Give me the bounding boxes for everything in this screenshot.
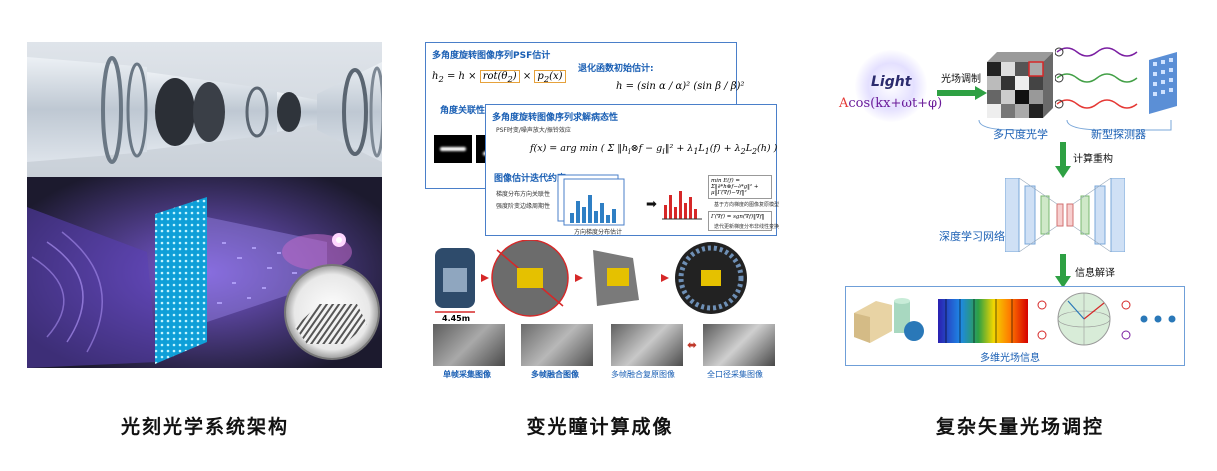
- compare-arrow: ⬌: [687, 338, 698, 352]
- bullet-gradient-direction: 梯度分布方向关联性: [496, 191, 551, 198]
- image-fusion-restored: [611, 324, 683, 366]
- light-word: Light: [871, 74, 912, 90]
- multiscale-optics-label: 多尺度光学: [993, 128, 1048, 141]
- label-multi-fusion: 多帧融合图像: [531, 370, 579, 379]
- compute-label: 计算重构: [1073, 154, 1113, 165]
- bullet-edge-periodicity: 强度阶变边缘周期性: [496, 203, 551, 210]
- image-full-aperture: [703, 324, 775, 366]
- network-label: 深度学习网络: [939, 230, 1005, 243]
- pupil-sequence: [435, 240, 747, 317]
- caption-lithography: 光刻光学系统架构: [120, 416, 289, 438]
- psf-blob-1: [434, 135, 472, 163]
- bracket-lines: [978, 119, 1172, 131]
- compute-arrow: [1055, 142, 1071, 178]
- computational-imaging-panel: 多角度旋转图像序列PSF估计 h2 = h × rot(θ2) × p2(x) …: [425, 42, 780, 382]
- update-formula-box: Γ(∇f) = sgn(∇f)‖∇f‖: [708, 211, 772, 231]
- red-histogram: [662, 191, 702, 220]
- psf-section-label: 退化函数初始估计:: [578, 64, 654, 74]
- detector-array: [1149, 52, 1177, 114]
- deep-network: [1005, 178, 1125, 252]
- lithography-panel: [27, 42, 385, 368]
- ill-posed-solver-box: 多角度旋转图像序列求解病态性 PSF时变/噪声放大/振铃效应 f(x) = ar…: [485, 104, 780, 236]
- image-single-frame: [433, 324, 505, 366]
- angle-correlation-label: 角度关联性: [440, 106, 486, 116]
- modulation-arrow: [937, 86, 987, 100]
- modulation-cube: [987, 52, 1053, 118]
- psf-box-title: 多角度旋转图像序列PSF估计: [432, 51, 551, 61]
- gradient-histogram: [557, 174, 625, 226]
- objective-formula: f(x) = arg min ( Σ ‖hi⊗f − gi‖² + λ1L1(f…: [530, 143, 778, 156]
- new-detector-label: 新型探测器: [1091, 128, 1146, 141]
- vector-field-panel: Light Acos(kx+ωt+φ) 光场调制: [835, 42, 1195, 367]
- wave-formula: Acos(kx+ωt+φ): [839, 96, 943, 111]
- caption-computational-imaging: 变光瞳计算成像: [526, 416, 674, 438]
- gradient-histogram-label: 方向梯度分布估计: [574, 229, 623, 236]
- label-full-aperture: 全口径采集图像: [707, 370, 763, 379]
- lithography-illustration: [27, 42, 385, 368]
- sinc-formula: h = (sin α / α)² (sin β / β)²: [616, 81, 745, 92]
- update-label: 迭代更新梯度分布非线性变换: [714, 224, 780, 230]
- h2-formula: h2 = h × rot(θ2) × p2(x): [432, 70, 566, 84]
- wave-fan: [1055, 47, 1138, 109]
- model-label: 基于方向梯度的图像复原模型: [714, 202, 780, 208]
- solver-box-title: 多角度旋转图像序列求解病态性: [492, 113, 619, 123]
- light-glow: [855, 50, 927, 122]
- label-single-frame: 单帧采集图像: [443, 370, 491, 379]
- model-formula-box: min E(f) = Σ‖∂*h⊗f−∂*g‖² + μ‖Γ(∇f)−∇f‖²: [708, 175, 772, 199]
- label-fusion-restored: 多帧融合复原图像: [611, 370, 675, 379]
- modulation-label: 光场调制: [941, 74, 981, 85]
- bullet-psf-timevariant: PSF时变/噪声放大/振铃效应: [496, 127, 571, 134]
- iteration-constraint-label: 图像估计迭代约束:: [494, 174, 570, 184]
- image-multi-fusion: [521, 324, 593, 366]
- caption-vector-field: 复杂矢量光场调控: [935, 416, 1104, 438]
- hist-arrow: ➡: [646, 197, 657, 212]
- decode-label: 信息解译: [1075, 268, 1115, 279]
- multidim-info-box: 多维光场信息: [845, 286, 1185, 366]
- multidim-info-label: 多维光场信息: [980, 353, 1040, 364]
- decode-arrow: [1055, 254, 1071, 288]
- info-illustration: [854, 292, 1176, 346]
- scale-label: 4.45m: [442, 314, 471, 323]
